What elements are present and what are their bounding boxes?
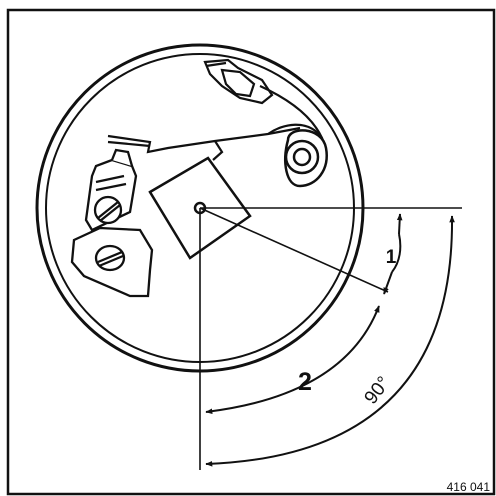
screw-head-upper [93,195,123,225]
reference-number: 416 041 [447,480,491,494]
figure-frame [6,8,496,496]
dimension-arrow-1-bottom [383,271,393,295]
contact-assembly [70,148,154,298]
dimension-arrow-1-top [396,213,403,235]
top-clamp-nut [203,58,274,105]
screw-head-lower [94,244,126,272]
pivot-post [284,129,328,188]
label-2: 2 [298,368,312,396]
dimension-arc-90 [205,215,455,467]
label-90-degrees: 90° [361,373,395,409]
label-1: 1 [386,247,397,268]
diagonal-reference-line [199,207,389,293]
